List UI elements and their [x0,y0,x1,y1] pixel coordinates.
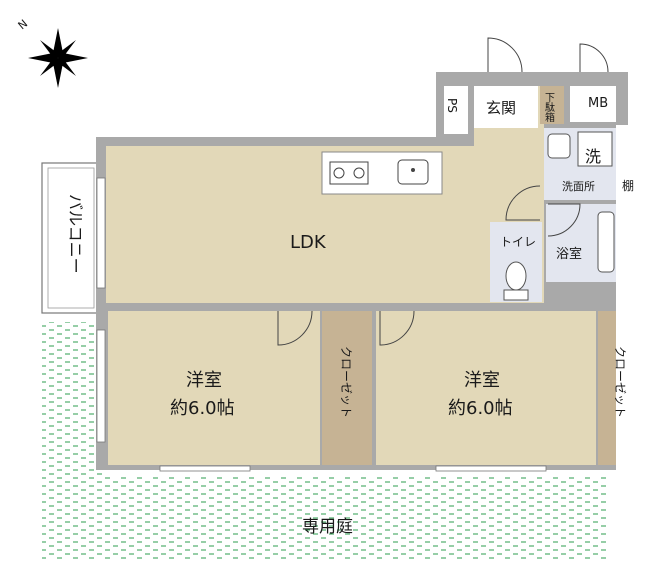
washer-label: 洗 [585,147,601,166]
kitchen-counter [321,151,443,195]
entrance-floor [474,86,538,128]
washroom-label: 洗面所 [562,180,595,193]
toilet-label: トイレ [500,235,536,249]
ps-label: PS [445,98,459,113]
toilet-fixture [503,261,529,301]
compass-rose [28,28,88,88]
western-room-2-floor [376,311,596,465]
western-room-2-name: 洋室 [464,370,500,391]
ldk-label: LDK [290,232,327,253]
ps-space [444,86,468,134]
shoe-box [540,86,564,124]
western-room-1-floor [108,311,320,465]
western-room-2-size: 約6.0帖 [448,398,513,419]
closet-1 [322,311,372,465]
balcony-label: バルコニー [66,194,85,274]
entrance-label: 玄関 [486,99,516,117]
closet-2 [598,311,616,465]
washer-space [577,131,613,167]
mb-space [570,86,616,122]
shelf-space [616,170,628,200]
bathtub [597,211,615,273]
balcony [41,162,101,314]
compass-north-label: N [16,17,31,32]
shelf-label: 棚 [622,178,634,193]
western-room-1-size: 約6.0帖 [170,398,235,419]
garden-label: 専用庭 [302,517,353,537]
mb-label: MB [588,96,608,111]
closet-1-label: クローゼット [339,346,353,418]
western-room-1-name: 洋室 [186,370,222,391]
shoe-box-label: 下駄箱 [543,92,555,123]
closet-2-label: クローゼット [613,346,627,418]
doors [277,37,609,346]
bath-label: 浴室 [556,246,582,262]
private-garden [42,322,608,560]
windows [96,177,547,472]
sink [547,133,571,159]
